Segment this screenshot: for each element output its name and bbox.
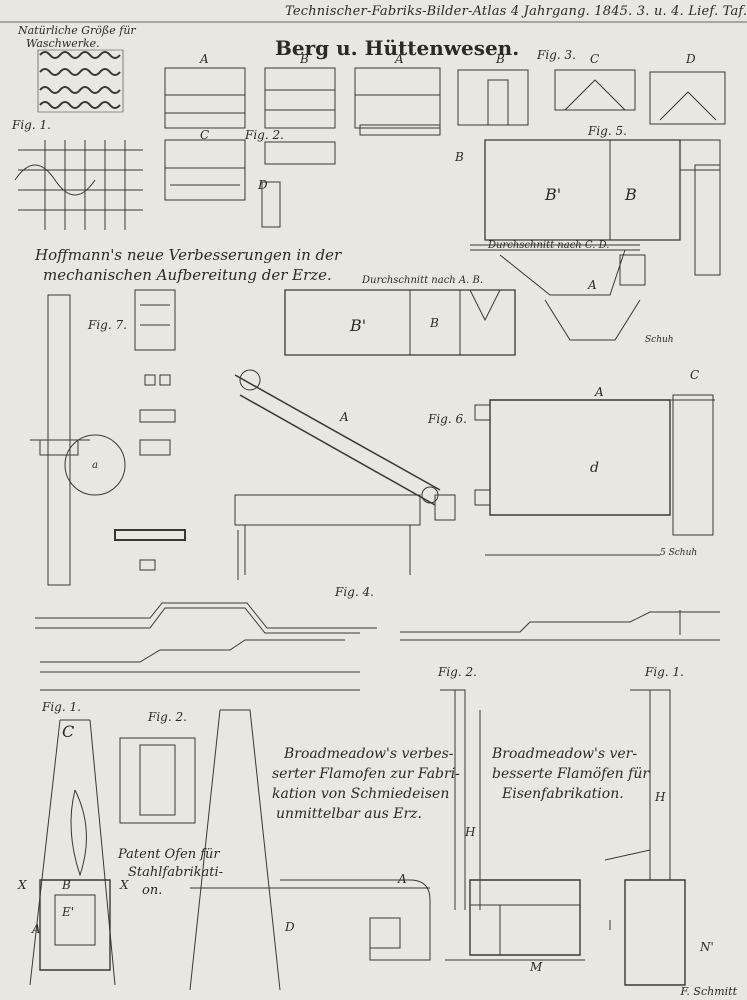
broadmeadow-furnace-drawing (440, 690, 685, 985)
letter-label: E' (62, 905, 75, 919)
section-cd-label: Durchschnitt nach C. D. (488, 240, 610, 251)
letter-label: C (590, 52, 600, 66)
caption-line: serter Flamofen zur Fabri- (272, 766, 460, 782)
patent-furnace-drawing (30, 720, 195, 985)
fig6-drawing (235, 370, 455, 580)
fig7-column-drawing (30, 290, 185, 585)
letter-label: A (395, 52, 404, 66)
letter-label: A (200, 52, 209, 66)
section-ab-label: Durchschnitt nach A. B. (362, 275, 484, 286)
caption-line: Broadmeadow's verbes- (284, 746, 454, 762)
engraver-signature: F. Schmitt (680, 985, 737, 998)
letter-label: D (285, 920, 295, 934)
letter-label: B (625, 185, 637, 204)
caption-line: unmittelbar aus Erz. (276, 806, 422, 822)
letter-label: C (200, 128, 210, 142)
broadmeadow-caption-2: Broadmeadow's ver- besserte Flamöfen für… (492, 744, 649, 804)
fig-label: Fig. 1. (645, 665, 684, 679)
fig-label: Fig. 2. (148, 710, 187, 724)
letter-label: H (465, 825, 476, 839)
fig-label: Fig. 3. (537, 48, 576, 62)
fig-label: Fig. 6. (428, 412, 467, 426)
fig6-plan-drawing (475, 395, 715, 555)
letter-label: A (398, 872, 407, 886)
fig5-plan-drawing (470, 140, 720, 340)
section-ab-drawing (285, 290, 515, 355)
hoffmann-caption: Hoffmann's neue Verbesserungen in der me… (35, 245, 341, 285)
letter-label: M (530, 960, 543, 974)
letter-label: X (18, 878, 27, 892)
note-line: Natürliche Größe für (18, 24, 136, 37)
plate-title: Berg u. Hüttenwesen. (275, 36, 520, 60)
letter-label: a (92, 460, 98, 471)
letter-label: A (588, 278, 597, 292)
natural-size-note: Natürliche Größe für Waschwerke. (18, 24, 136, 50)
caption-line: Patent Ofen für (118, 847, 220, 862)
letter-label: B (455, 150, 464, 164)
scale-label: 5 Schuh (660, 548, 698, 558)
fig4-strip-drawing (35, 603, 720, 690)
letter-label: B (62, 878, 71, 892)
caption-line: Broadmeadow's ver- (492, 746, 638, 762)
letter-label: d (590, 460, 599, 476)
fig-label: Fig. 1. (12, 118, 51, 132)
letter-label: D (686, 52, 696, 66)
fig-label: Fig. 4. (335, 585, 374, 599)
letter-label: B (300, 52, 309, 66)
letter-label: H (655, 790, 666, 804)
scale-label: Schuh (645, 335, 674, 345)
caption-line: Eisenfabrikation. (502, 786, 624, 802)
letter-label: X (120, 878, 129, 892)
caption-line: mechanischen Aufbereitung der Erze. (43, 266, 332, 284)
letter-label: B' (350, 316, 367, 335)
caption-line: besserte Flamöfen für (492, 766, 650, 782)
broadmeadow-caption-1: Broadmeadow's verbes- serter Flamofen zu… (272, 744, 460, 824)
fig3-drawings (458, 70, 725, 125)
caption-line: kation von Schmiedeisen (272, 786, 450, 802)
letter-label: C (62, 722, 75, 741)
letter-label: A (32, 922, 41, 936)
broadmeadow-chimney-drawing (190, 710, 430, 990)
letter-label: B (430, 316, 439, 330)
letter-label: A (340, 410, 349, 424)
letter-label: B' (545, 185, 562, 204)
fig-label: Fig. 7. (88, 318, 127, 332)
letter-label: N' (700, 940, 714, 954)
note-line: Waschwerke. (26, 37, 100, 50)
fig-label: Fig. 1. (42, 700, 81, 714)
letter-label: D (258, 178, 268, 192)
fig2-top-drawings (165, 68, 440, 227)
patent-caption: Patent Ofen für Stahlfabrikati- on. (118, 846, 223, 900)
letter-label: B (496, 52, 505, 66)
plate-header: Technischer-Fabriks-Bilder-Atlas 4 Jahrg… (285, 4, 747, 19)
caption-line: Hoffmann's neue Verbesserungen in der (35, 246, 342, 264)
fig-label: Fig. 2. (438, 665, 477, 679)
caption-line: on. (142, 883, 163, 898)
fig-label: Fig. 5. (588, 124, 627, 138)
mesh-sample-drawing (15, 50, 143, 230)
caption-line: Stahlfabrikati- (128, 865, 224, 880)
letter-label: C (690, 368, 700, 382)
fig-label: Fig. 2. (245, 128, 284, 142)
letter-label: A (595, 385, 604, 399)
